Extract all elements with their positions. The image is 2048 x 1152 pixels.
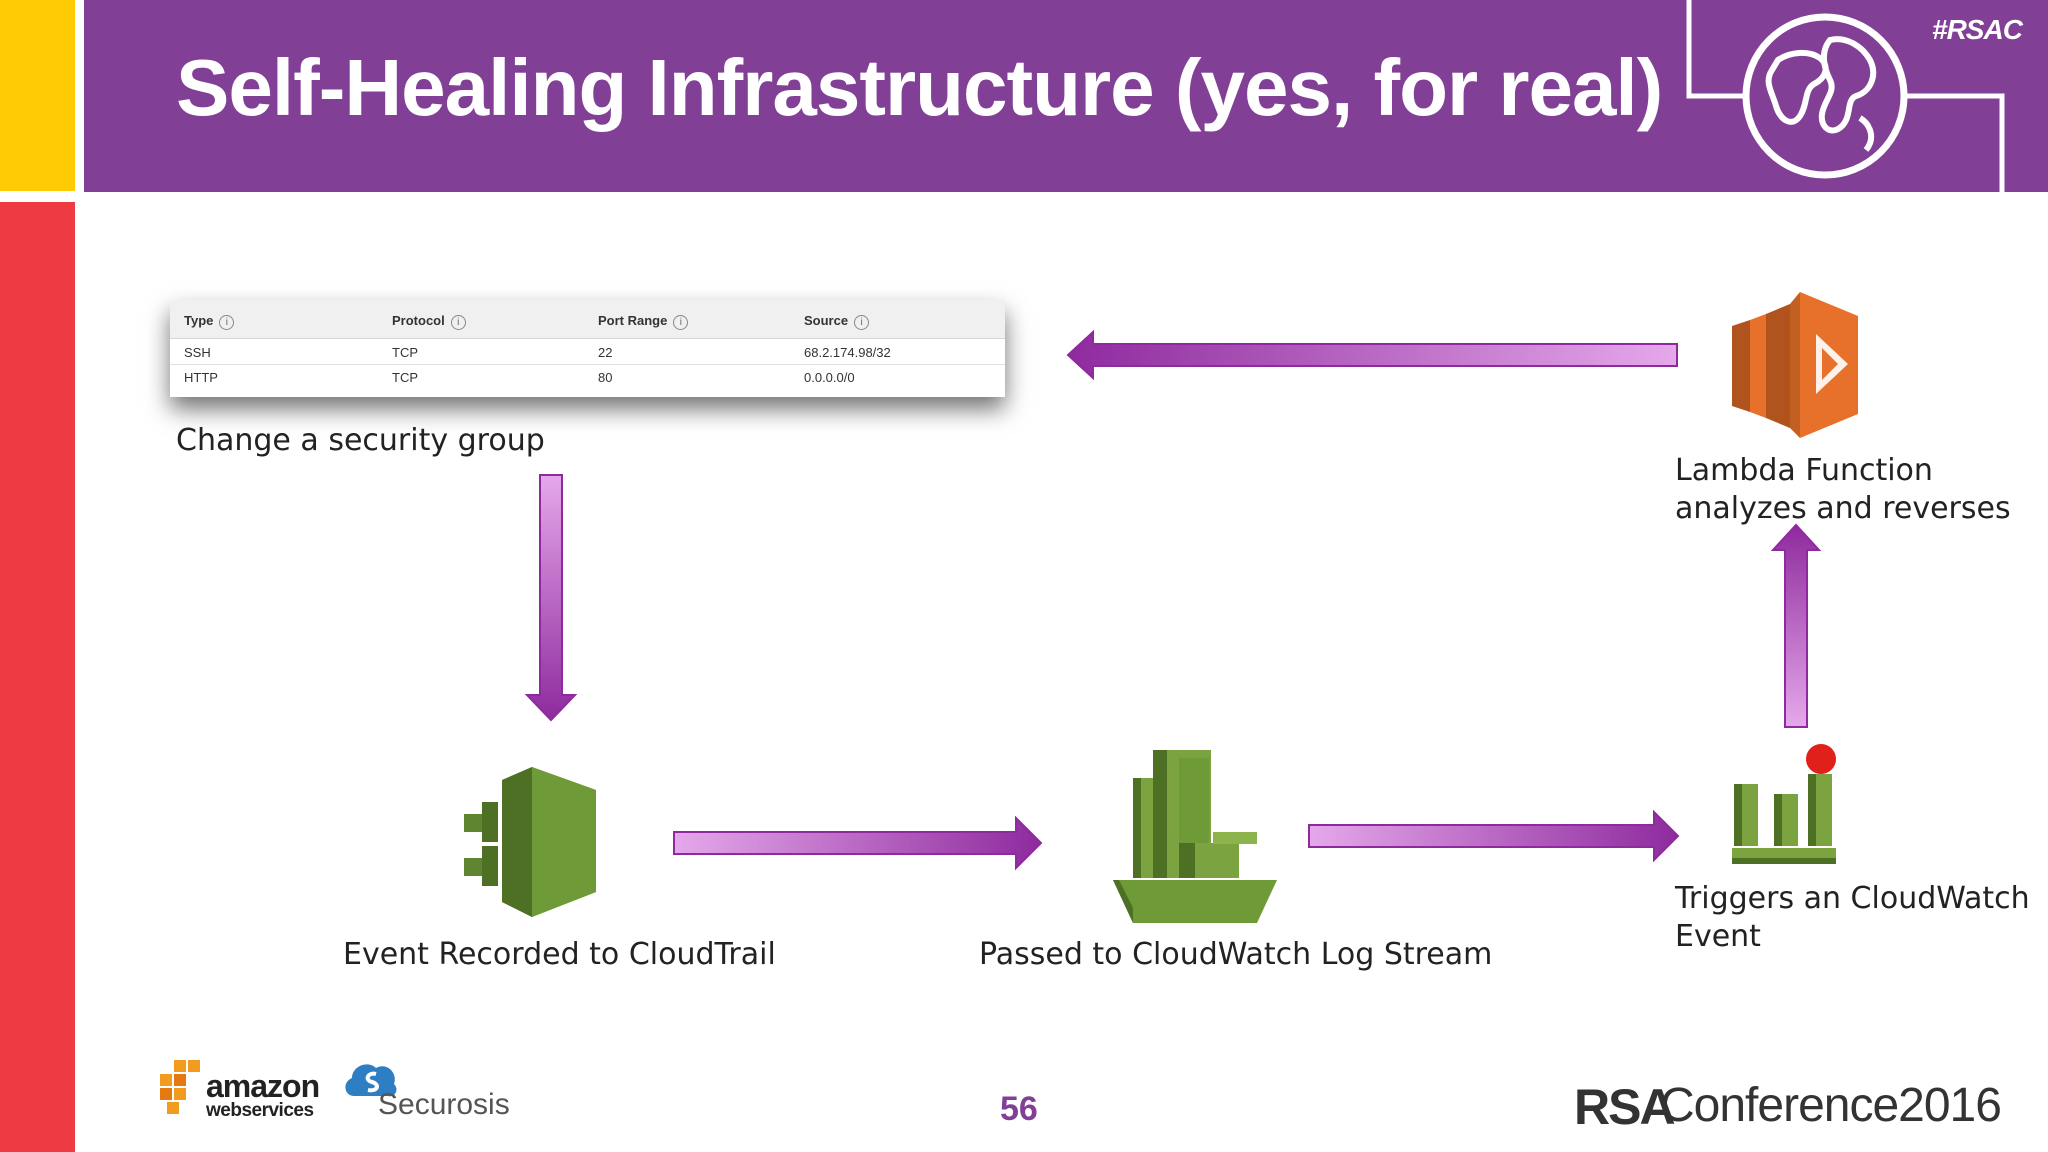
caption-lambda-2: analyzes and reverses xyxy=(1675,491,2011,526)
info-icon: i xyxy=(219,315,235,330)
info-icon: i xyxy=(854,315,870,330)
slide-title: Self-Healing Infrastructure (yes, for re… xyxy=(176,43,1663,132)
cloudwatch-alarm-icon xyxy=(1732,744,1836,864)
cell-type: SSH xyxy=(184,345,211,360)
rsac-hashtag: #RSAC xyxy=(1932,14,2023,45)
cell-type: HTTP xyxy=(184,370,218,385)
securosis-cloud-icon xyxy=(345,1064,397,1097)
cell-protocol: TCP xyxy=(392,345,418,360)
accent-bar-yellow xyxy=(0,0,75,191)
accent-bar-red xyxy=(0,202,75,1152)
arrow-cloudwatch-logs-to-event xyxy=(1308,809,1680,863)
alarm-dot-icon xyxy=(1806,744,1836,774)
arrow-cloudtrail-to-cloudwatch-logs xyxy=(673,815,1043,871)
cell-port-range: 80 xyxy=(598,370,613,385)
arrow-lambda-to-security-group xyxy=(1066,329,1678,381)
arrow-security-group-to-cloudtrail xyxy=(524,474,578,722)
caption-cloudwatch-event-1: Triggers an CloudWatch xyxy=(1675,881,2030,916)
cloudwatch-icon xyxy=(1113,750,1277,923)
cloudtrail-icon xyxy=(464,767,596,917)
globe-decoration xyxy=(1686,0,2005,192)
row-divider xyxy=(170,364,1005,365)
cell-source: 0.0.0.0/0 xyxy=(804,370,855,385)
cell-protocol: TCP xyxy=(392,370,418,385)
page-number: 56 xyxy=(1000,1090,1038,1128)
aws-logo-amazon: amazon xyxy=(206,1068,320,1104)
caption-cloudwatch-log-stream: Passed to CloudWatch Log Stream xyxy=(979,937,1493,972)
aws-logo-webservices: webservices xyxy=(206,1100,314,1121)
caption-cloudtrail: Event Recorded to CloudTrail xyxy=(343,937,776,972)
cell-port-range: 22 xyxy=(598,345,613,360)
rsa-logo-brand: RSA xyxy=(1574,1079,1676,1135)
securosis-logo-text: Securosis xyxy=(378,1088,510,1121)
rsa-logo-conference: Conference2016 xyxy=(1660,1079,2002,1132)
info-icon: i xyxy=(673,315,689,330)
lambda-icon xyxy=(1732,292,1858,438)
arrow-event-to-lambda xyxy=(1770,523,1822,728)
aws-cubes-logo xyxy=(160,1060,200,1114)
caption-lambda-1: Lambda Function xyxy=(1675,453,1933,488)
caption-security-group: Change a security group xyxy=(176,423,545,458)
info-icon: i xyxy=(450,315,466,330)
caption-cloudwatch-event-2: Event xyxy=(1675,919,1761,954)
cell-source: 68.2.174.98/32 xyxy=(804,345,891,360)
